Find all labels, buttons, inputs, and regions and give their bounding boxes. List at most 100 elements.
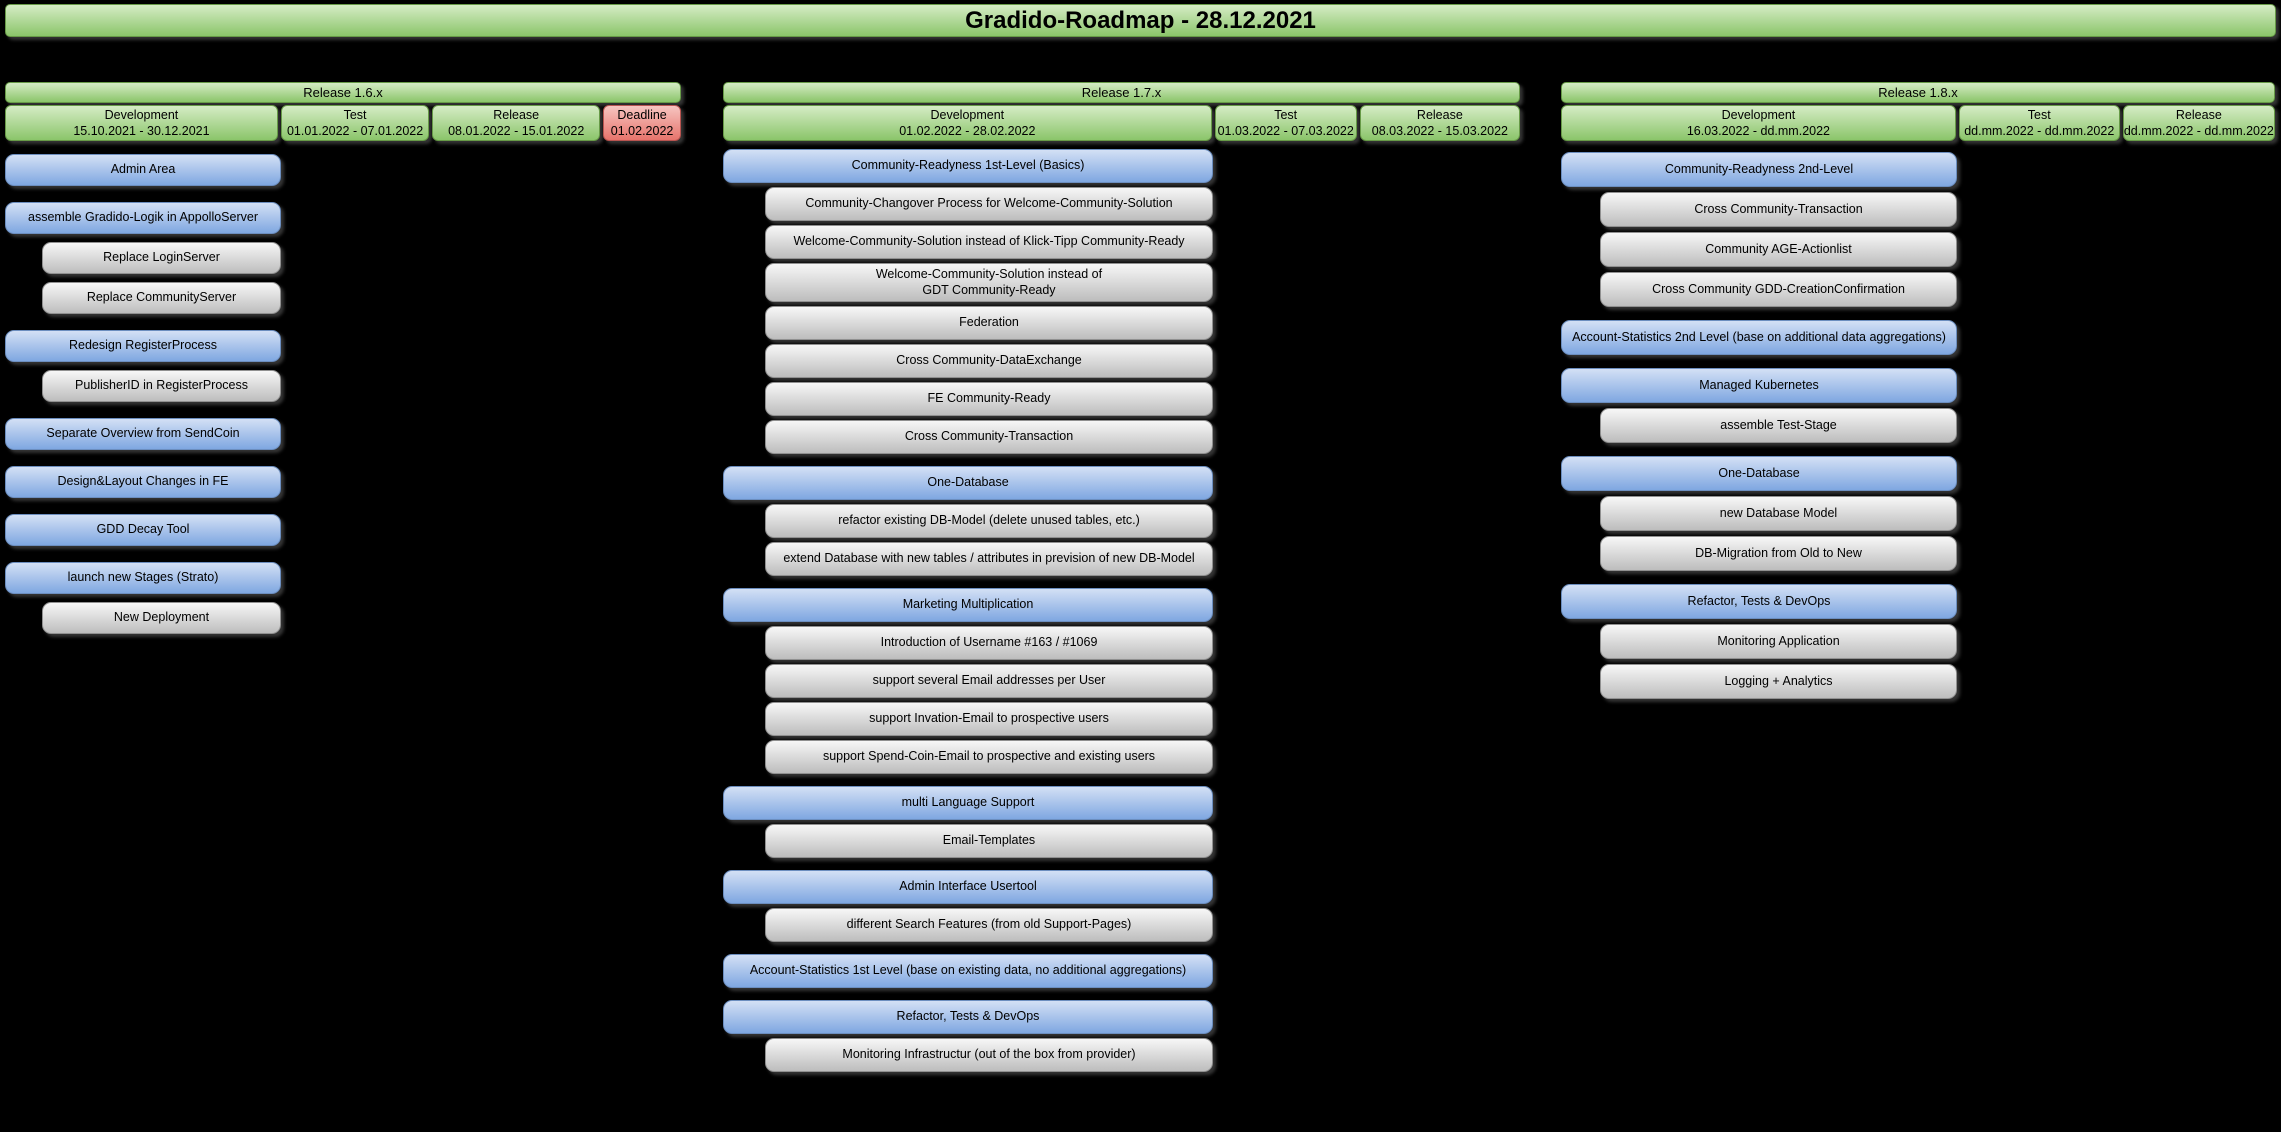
phase-dates: 01.03.2022 - 07.03.2022 (1217, 124, 1354, 138)
task-list: Community-Readyness 1st-Level (Basics) Co… (723, 149, 1520, 1073)
phase-dates: 15.10.2021 - 30.12.2021 (73, 124, 210, 138)
task-child: different Search Features (from old Supp… (765, 908, 1213, 943)
task-child: Monitoring Application (1600, 624, 1957, 659)
task-child: PublisherID in RegisterProcess (42, 370, 281, 402)
phase-test-box: Test 01.03.2022 - 07.03.2022 (1214, 105, 1357, 141)
task-group: Community-Readyness 1st-Level (Basics) Co… (723, 149, 1520, 455)
phase-test-box: Test 01.01.2022 - 07.01.2022 (280, 105, 430, 141)
task-parent: Account-Statistics 2nd Level (base on ad… (1561, 320, 1957, 355)
task-child: Community AGE-Actionlist (1600, 232, 1957, 267)
task-parent: Marketing Multiplication (723, 588, 1213, 623)
task-parent: Refactor, Tests & DevOps (723, 1000, 1213, 1035)
roadmap-title-bar: Gradido-Roadmap - 28.12.2021 (5, 4, 2276, 37)
task-child: support Invation-Email to prospective us… (765, 702, 1213, 737)
task-group: Admin Area (5, 154, 681, 186)
task-child: Monitoring Infrastructur (out of the box… (765, 1038, 1213, 1073)
task-parent: Community-Readyness 2nd-Level (1561, 152, 1957, 187)
task-child: support Spend-Coin-Email to prospective … (765, 740, 1213, 775)
phase-development-box: Development 16.03.2022 - dd.mm.2022 (1561, 105, 1956, 141)
task-child: assemble Test-Stage (1600, 408, 1957, 443)
phase-release-box: Release 08.03.2022 - 15.03.2022 (1359, 105, 1520, 141)
phase-dates: 08.01.2022 - 15.01.2022 (448, 124, 585, 138)
task-list: Admin Area assemble Gradido-Logik in Appo… (5, 154, 681, 634)
roadmap-title: Gradido-Roadmap - 28.12.2021 (965, 6, 1316, 34)
task-child: Email-Templates (765, 824, 1213, 859)
phase-label: Development (104, 107, 179, 122)
task-child: New Deployment (42, 602, 281, 634)
task-group: Account-Statistics 1st Level (base on ex… (723, 954, 1520, 989)
task-parent: Separate Overview from SendCoin (5, 418, 281, 450)
phase-row: Development 01.02.2022 - 28.02.2022 Test 01… (723, 105, 1520, 141)
task-child: Cross Community GDD-CreationConfirmation (1600, 272, 1957, 307)
phase-label: Release (1416, 107, 1463, 122)
task-parent: Admin Interface Usertool (723, 870, 1213, 905)
phase-dates: 08.03.2022 - 15.03.2022 (1371, 124, 1508, 138)
task-child: Community-Changover Process for Welcome-… (765, 187, 1213, 221)
task-parent: Account-Statistics 1st Level (base on ex… (723, 954, 1213, 989)
phase-label: Deadline (617, 107, 667, 122)
task-group: Separate Overview from SendCoin (5, 418, 681, 450)
phase-development-box: Development 01.02.2022 - 28.02.2022 (723, 105, 1212, 141)
task-parent: Design&Layout Changes in FE (5, 466, 281, 498)
task-parent: Refactor, Tests & DevOps (1561, 584, 1957, 619)
task-parent: launch new Stages (Strato) (5, 562, 281, 594)
task-child: FE Community-Ready (765, 382, 1213, 417)
task-child: extend Database with new tables / attrib… (765, 542, 1213, 577)
phase-label: Development (930, 107, 1005, 122)
phase-dates: 16.03.2022 - dd.mm.2022 (1686, 124, 1830, 138)
phase-label: Test (2027, 107, 2051, 122)
phase-release-box: Release 08.01.2022 - 15.01.2022 (432, 105, 601, 141)
task-parent: Managed Kubernetes (1561, 368, 1957, 403)
task-parent: assemble Gradido-Logik in AppolloServer (5, 202, 281, 234)
task-child: Cross Community-Transaction (765, 420, 1213, 455)
task-child: Introduction of Username #163 / #1069 (765, 626, 1213, 661)
phase-row: Development 15.10.2021 - 30.12.2021 Test 01… (5, 105, 682, 141)
task-child: DB-Migration from Old to New (1600, 536, 1957, 571)
phase-release-box: Release dd.mm.2022 - dd.mm.2022 (2122, 105, 2276, 141)
phase-label: Release (493, 107, 540, 122)
task-child: Cross Community-Transaction (1600, 192, 1957, 227)
task-parent: GDD Decay Tool (5, 514, 281, 546)
phase-dates: dd.mm.2022 - dd.mm.2022 (2123, 124, 2274, 138)
task-parent: One-Database (1561, 456, 1957, 491)
task-parent: multi Language Support (723, 786, 1213, 821)
task-child: Federation (765, 306, 1213, 341)
phase-label: Test (343, 107, 367, 122)
task-parent: Community-Readyness 1st-Level (Basics) (723, 149, 1213, 183)
task-child: Replace CommunityServer (42, 282, 281, 314)
task-group: Managed Kubernetes assemble Test-Stage (1561, 368, 2275, 443)
task-parent: Redesign RegisterProcess (5, 330, 281, 362)
phase-label: Release (2175, 107, 2222, 122)
phase-development-box: Development 15.10.2021 - 30.12.2021 (5, 105, 278, 141)
task-parent: One-Database (723, 466, 1213, 501)
task-child: Replace LoginServer (42, 242, 281, 274)
task-child: Welcome-Community-Solution instead of GD… (765, 263, 1213, 303)
phase-dates: dd.mm.2022 - dd.mm.2022 (1964, 124, 2115, 138)
task-child: Cross Community-DataExchange (765, 344, 1213, 379)
release-header: Release 1.6.x (5, 82, 681, 103)
phase-label: Development (1721, 107, 1796, 122)
phase-dates: 01.02.2022 - 28.02.2022 (899, 124, 1036, 138)
task-child: new Database Model (1600, 496, 1957, 531)
phase-row: Development 16.03.2022 - dd.mm.2022 Test dd… (1561, 105, 2276, 141)
phase-dates: 01.01.2022 - 07.01.2022 (286, 124, 424, 138)
task-child: Welcome-Community-Solution instead of Kl… (765, 225, 1213, 259)
task-child: refactor existing DB-Model (delete unuse… (765, 504, 1213, 539)
task-group: GDD Decay Tool (5, 514, 681, 546)
phase-label: Test (1274, 107, 1298, 122)
task-child: support several Email addresses per User (765, 664, 1213, 699)
